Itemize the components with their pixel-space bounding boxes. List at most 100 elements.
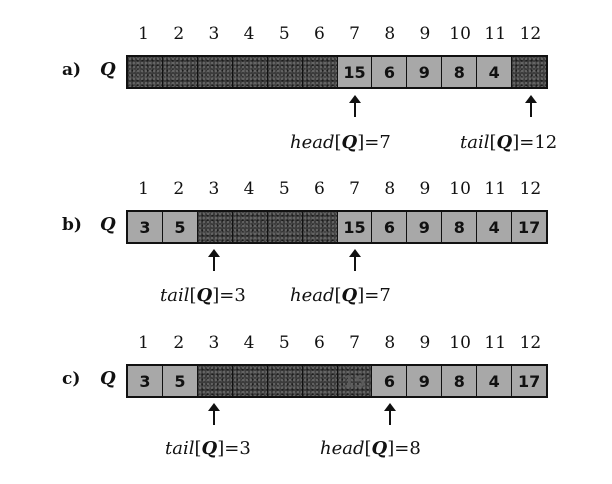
index-label: 6 bbox=[313, 24, 325, 44]
queue-cell bbox=[267, 212, 303, 242]
index-label: 2 bbox=[173, 24, 185, 44]
cell-value: 8 bbox=[453, 62, 465, 82]
queue-cell: 4 bbox=[477, 366, 513, 396]
queue-cell: 9 bbox=[407, 57, 443, 87]
tail-arrow-icon bbox=[208, 249, 220, 271]
queue-name: Q bbox=[100, 59, 116, 80]
queue-cell: 4 bbox=[477, 212, 513, 242]
queue-cell: 17 bbox=[512, 212, 547, 242]
tail-pointer-label: tail[Q]=3 bbox=[165, 438, 251, 459]
cell-value: 3 bbox=[139, 217, 151, 237]
queue-cell bbox=[302, 57, 338, 87]
cell-value: 9 bbox=[418, 217, 430, 237]
index-label: 10 bbox=[449, 24, 471, 44]
cell-value: 8 bbox=[453, 217, 465, 237]
pointer-name: tail bbox=[165, 438, 195, 459]
cell-value: 6 bbox=[383, 371, 395, 391]
head-pointer-label: head[Q]=8 bbox=[320, 438, 421, 459]
queue-cell bbox=[267, 57, 303, 87]
head-arrow-icon bbox=[349, 95, 361, 117]
queue-cell: 8 bbox=[442, 212, 478, 242]
pointer-queue: Q bbox=[371, 438, 388, 459]
pointer-name: tail bbox=[160, 285, 190, 306]
index-label: 10 bbox=[449, 179, 471, 199]
cell-value: 6 bbox=[383, 217, 395, 237]
cell-value: 17 bbox=[517, 217, 541, 237]
queue-cell: 15 bbox=[337, 212, 373, 242]
panel-label: a) bbox=[62, 60, 82, 80]
pointer-name: head bbox=[320, 438, 365, 459]
index-label: 11 bbox=[484, 333, 507, 353]
head-arrow-icon bbox=[384, 403, 396, 425]
tail-pointer-label: tail[Q]=12 bbox=[460, 132, 558, 153]
head-pointer-label: head[Q]=7 bbox=[290, 285, 391, 306]
index-label: 11 bbox=[484, 24, 507, 44]
queue-cell bbox=[232, 366, 268, 396]
index-label: 1 bbox=[138, 333, 149, 353]
pointer-name: tail bbox=[460, 132, 490, 153]
queue-cell bbox=[232, 57, 268, 87]
index-label: 7 bbox=[349, 333, 360, 353]
tail-pointer-label: tail[Q]=3 bbox=[160, 285, 246, 306]
index-label: 10 bbox=[449, 333, 471, 353]
head-arrow-icon bbox=[349, 249, 361, 271]
head-pointer-label: head[Q]=7 bbox=[290, 132, 391, 153]
queue-cell: 3 bbox=[128, 212, 163, 242]
cell-value: 9 bbox=[418, 371, 430, 391]
index-label: 8 bbox=[384, 179, 396, 199]
index-label: 5 bbox=[278, 333, 290, 353]
index-label: 9 bbox=[419, 333, 431, 353]
index-label: 3 bbox=[208, 179, 220, 199]
pointer-value: 8 bbox=[409, 438, 421, 459]
queue-cell bbox=[302, 366, 338, 396]
index-label: 12 bbox=[519, 333, 542, 353]
queue-cell bbox=[232, 212, 268, 242]
queue-cell: 5 bbox=[162, 366, 198, 396]
index-label: 2 bbox=[173, 179, 185, 199]
pointer-queue: Q bbox=[341, 285, 358, 306]
queue-cell: 6 bbox=[372, 57, 408, 87]
cell-value: 15 bbox=[343, 62, 366, 82]
index-label: 5 bbox=[278, 24, 290, 44]
pointer-value: 7 bbox=[379, 285, 391, 306]
cell-value: 5 bbox=[174, 371, 186, 391]
queue-cell: 9 bbox=[407, 212, 443, 242]
index-label: 4 bbox=[243, 24, 255, 44]
index-label: 8 bbox=[384, 333, 396, 353]
tail-arrow-icon bbox=[208, 403, 220, 425]
index-label: 3 bbox=[208, 24, 220, 44]
cell-value: 15 bbox=[343, 371, 366, 391]
queue-cell: 6 bbox=[372, 212, 408, 242]
queue-cell bbox=[197, 366, 233, 396]
index-label: 2 bbox=[173, 333, 185, 353]
queue-cell: 17 bbox=[512, 366, 547, 396]
queue-cell bbox=[302, 212, 338, 242]
queue-cell bbox=[162, 57, 198, 87]
cell-value: 3 bbox=[139, 371, 151, 391]
queue-cell: 5 bbox=[162, 212, 198, 242]
index-label: 11 bbox=[484, 179, 507, 199]
index-label: 5 bbox=[278, 179, 290, 199]
pointer-name: head bbox=[290, 285, 335, 306]
queue-name: Q bbox=[100, 214, 116, 235]
cell-value: 4 bbox=[488, 217, 500, 237]
index-label: 9 bbox=[419, 24, 431, 44]
index-label: 8 bbox=[384, 24, 396, 44]
index-label: 6 bbox=[313, 179, 325, 199]
queue-cell: 6 bbox=[372, 366, 408, 396]
index-label: 7 bbox=[349, 24, 360, 44]
queue-cell: 15 bbox=[337, 57, 373, 87]
index-label: 12 bbox=[519, 24, 542, 44]
queue-cell: 3 bbox=[128, 366, 163, 396]
queue-cell: 4 bbox=[477, 57, 513, 87]
cell-value: 4 bbox=[488, 371, 500, 391]
index-label: 1 bbox=[138, 24, 149, 44]
cell-value: 17 bbox=[517, 371, 541, 391]
index-label: 4 bbox=[243, 333, 255, 353]
queue-cell bbox=[197, 212, 233, 242]
queue-cell bbox=[197, 57, 233, 87]
